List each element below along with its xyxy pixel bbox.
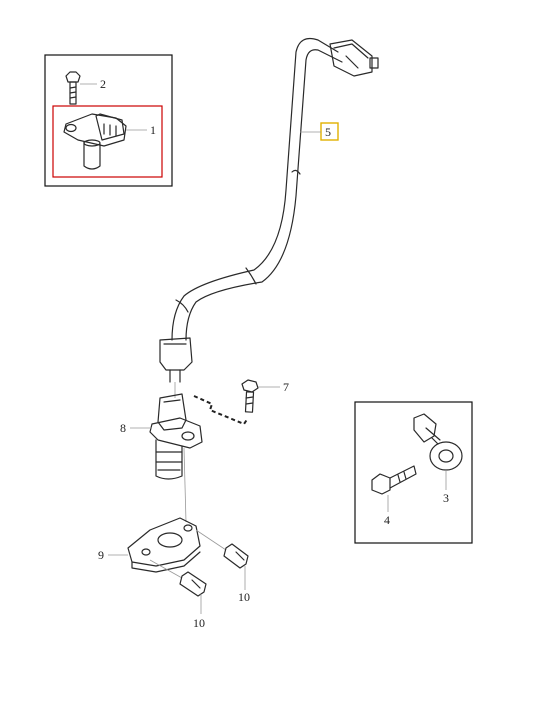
callout-5: 5 <box>325 125 331 139</box>
callout-2: 2 <box>100 77 106 91</box>
callout-8: 8 <box>120 421 126 435</box>
bolt-part-4 <box>371 465 417 495</box>
bolt-part-10-upper <box>195 529 249 569</box>
callout-9: 9 <box>98 548 104 562</box>
sensor-part-1 <box>63 113 127 170</box>
inset-frame-right <box>354 401 473 544</box>
callout-10-upper: 10 <box>238 590 250 604</box>
highlight-box <box>52 105 163 178</box>
callout-3: 3 <box>443 491 449 505</box>
bolt-part-10-lower <box>149 559 207 597</box>
callout-1: 1 <box>150 123 156 137</box>
assembly-dashed-line <box>193 395 249 426</box>
sensor-part-8 <box>149 393 203 480</box>
callout-4: 4 <box>384 513 390 527</box>
callout-7: 7 <box>283 380 289 394</box>
bracket-part-9 <box>127 517 201 573</box>
callout-5-box <box>320 122 339 141</box>
callout-10-lower: 10 <box>193 616 205 630</box>
bolt-part-7 <box>241 379 259 413</box>
inset-sensor-assembly: 2 1 <box>44 54 173 187</box>
leader-8-9 <box>183 447 187 523</box>
inset-frame-left <box>44 54 173 187</box>
knock-sensor-part-3 <box>413 413 463 471</box>
inset-knock-sensor: 3 4 <box>354 401 473 544</box>
wiring-harness-part-5 <box>159 37 379 398</box>
bolt-part-2 <box>65 71 81 105</box>
